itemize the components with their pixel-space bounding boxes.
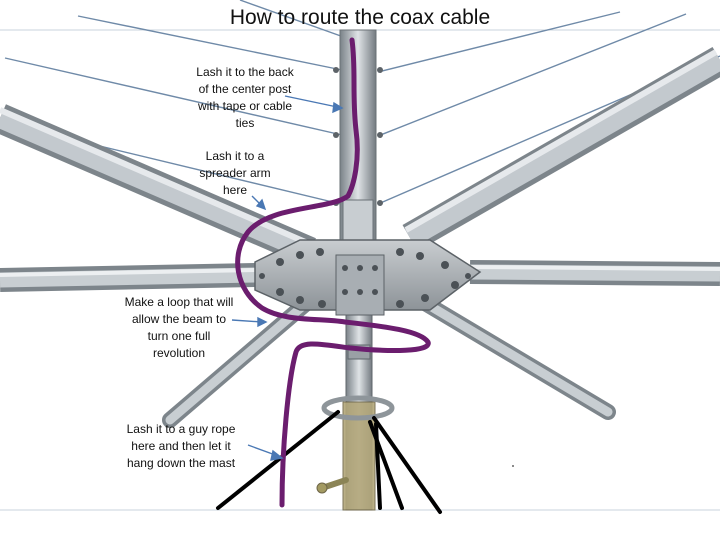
annotation-make-loop: Make a loop that will allow the beam to … (124, 295, 234, 360)
mounting-plate (254, 239, 482, 316)
annotation-lash-spreader-arm: Lash it to a spreader arm here (199, 149, 271, 197)
spreader-arms (0, 46, 720, 428)
mast (316, 299, 395, 511)
pointer-arrows (231, 95, 344, 461)
diagram-title: How to route the coax cable (229, 6, 491, 29)
annotation-lash-center-post: Lash it to the back of the center post w… (196, 65, 294, 130)
annotation-lash-guy-rope: Lash it to a guy rope here and then let … (126, 422, 236, 470)
coax-cable-route (235, 37, 431, 508)
guy-ropes (216, 410, 442, 514)
